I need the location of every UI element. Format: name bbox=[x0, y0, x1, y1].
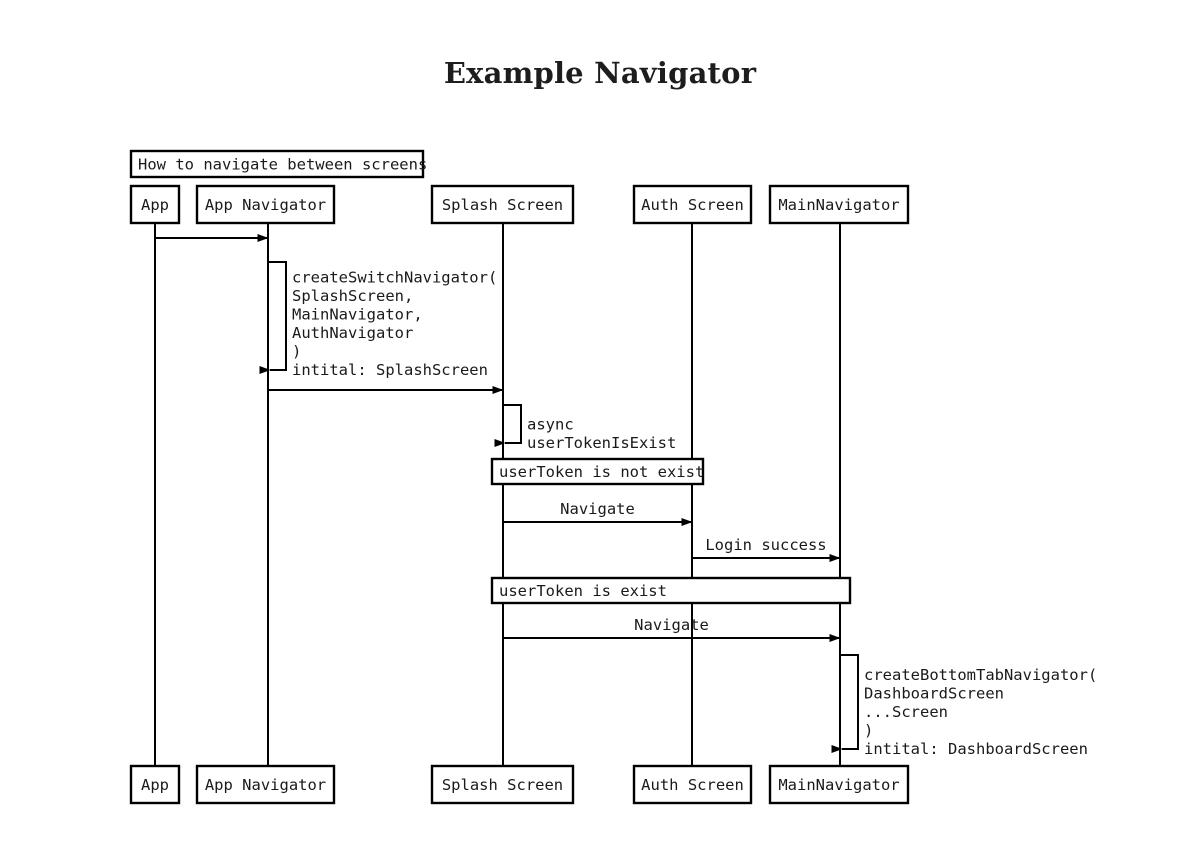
note-n1: userToken is not exist bbox=[490, 457, 705, 486]
message-label: Login success bbox=[705, 536, 826, 554]
participant-box-rect bbox=[632, 764, 753, 805]
note-n2: userToken is exist bbox=[490, 576, 852, 605]
participant-box-authscreen-top[interactable]: Auth Screen bbox=[632, 184, 753, 225]
self-call-line: AuthNavigator bbox=[292, 324, 413, 342]
note-label: userToken is not exist bbox=[499, 463, 704, 481]
participant-box-appnavigator-bottom[interactable]: App Navigator bbox=[195, 764, 336, 805]
self-call-line: ...Screen bbox=[864, 703, 948, 721]
self-call-line: userTokenIsExist bbox=[527, 434, 676, 452]
self-call-line: ) bbox=[864, 722, 873, 740]
message-m5: Navigate bbox=[503, 616, 841, 642]
participant-box-rect bbox=[430, 764, 575, 805]
self-call-sc1: createSwitchNavigator(SplashScreen,MainN… bbox=[259, 261, 497, 379]
notes-layer: userToken is not exist userToken is exist bbox=[490, 457, 852, 605]
participant-box-app-top[interactable]: App bbox=[129, 184, 181, 225]
participant-label: Splash Screen bbox=[442, 776, 563, 794]
self-call-line: intital: SplashScreen bbox=[292, 361, 488, 379]
header-note-label: How to navigate between screens bbox=[138, 156, 427, 174]
lifelines-layer bbox=[154, 223, 841, 766]
header-note: How to navigate between screens bbox=[129, 149, 427, 179]
self-call-line: ) bbox=[292, 343, 301, 361]
participant-box-rect bbox=[195, 764, 336, 805]
participant-label: App bbox=[141, 776, 169, 794]
participant-label: MainNavigator bbox=[778, 776, 899, 794]
self-call-line: MainNavigator, bbox=[292, 306, 423, 324]
participant-box-rect bbox=[768, 764, 910, 805]
participant-box-splashscreen-bottom[interactable]: Splash Screen bbox=[430, 764, 575, 805]
header-note-layer: How to navigate between screens bbox=[129, 149, 427, 179]
message-m4: Login success bbox=[692, 536, 841, 562]
participant-box-mainnavigator-top[interactable]: MainNavigator bbox=[768, 184, 910, 225]
self-call-line: createBottomTabNavigator( bbox=[864, 666, 1097, 684]
participant-label: MainNavigator bbox=[778, 196, 899, 214]
participant-box-mainnavigator-bottom[interactable]: MainNavigator bbox=[768, 764, 910, 805]
self-call-loop bbox=[259, 261, 287, 374]
self-call-line: SplashScreen, bbox=[292, 287, 413, 305]
participant-box-appnavigator-top[interactable]: App Navigator bbox=[195, 184, 336, 225]
participant-box-authscreen-bottom[interactable]: Auth Screen bbox=[632, 764, 753, 805]
self-call-line: intital: DashboardScreen bbox=[864, 740, 1088, 758]
participant-box-rect bbox=[430, 184, 575, 225]
participant-label: Auth Screen bbox=[641, 776, 744, 794]
participant-box-rect bbox=[768, 184, 910, 225]
message-label: Navigate bbox=[634, 616, 709, 634]
participant-label: Auth Screen bbox=[641, 196, 744, 214]
header-note-rect bbox=[129, 149, 425, 179]
page-title: Example Navigator bbox=[443, 56, 757, 90]
self-call-loop bbox=[494, 404, 522, 447]
note-rect bbox=[490, 457, 705, 486]
note-label: userToken is exist bbox=[499, 582, 667, 600]
self-call-sc3: createBottomTabNavigator(DashboardScreen… bbox=[831, 654, 1097, 758]
self-call-line: DashboardScreen bbox=[864, 685, 1004, 703]
participant-box-rect bbox=[129, 764, 181, 805]
self-calls-layer: createSwitchNavigator(SplashScreen,MainN… bbox=[259, 261, 1097, 758]
self-call-loop bbox=[831, 654, 859, 753]
note-rect bbox=[490, 576, 852, 605]
participant-label: App bbox=[141, 196, 169, 214]
participant-box-splashscreen-top[interactable]: Splash Screen bbox=[430, 184, 575, 225]
participant-label: Splash Screen bbox=[442, 196, 563, 214]
participant-label: App Navigator bbox=[205, 776, 326, 794]
message-m3: Navigate bbox=[503, 500, 693, 526]
self-call-line: createSwitchNavigator( bbox=[292, 269, 497, 287]
participant-box-rect bbox=[129, 184, 181, 225]
participant-box-rect bbox=[632, 184, 753, 225]
participant-box-rect bbox=[195, 184, 336, 225]
self-call-line: async bbox=[527, 416, 574, 434]
participant-box-app-bottom[interactable]: App bbox=[129, 764, 181, 805]
participant-label: App Navigator bbox=[205, 196, 326, 214]
message-label: Navigate bbox=[560, 500, 635, 518]
